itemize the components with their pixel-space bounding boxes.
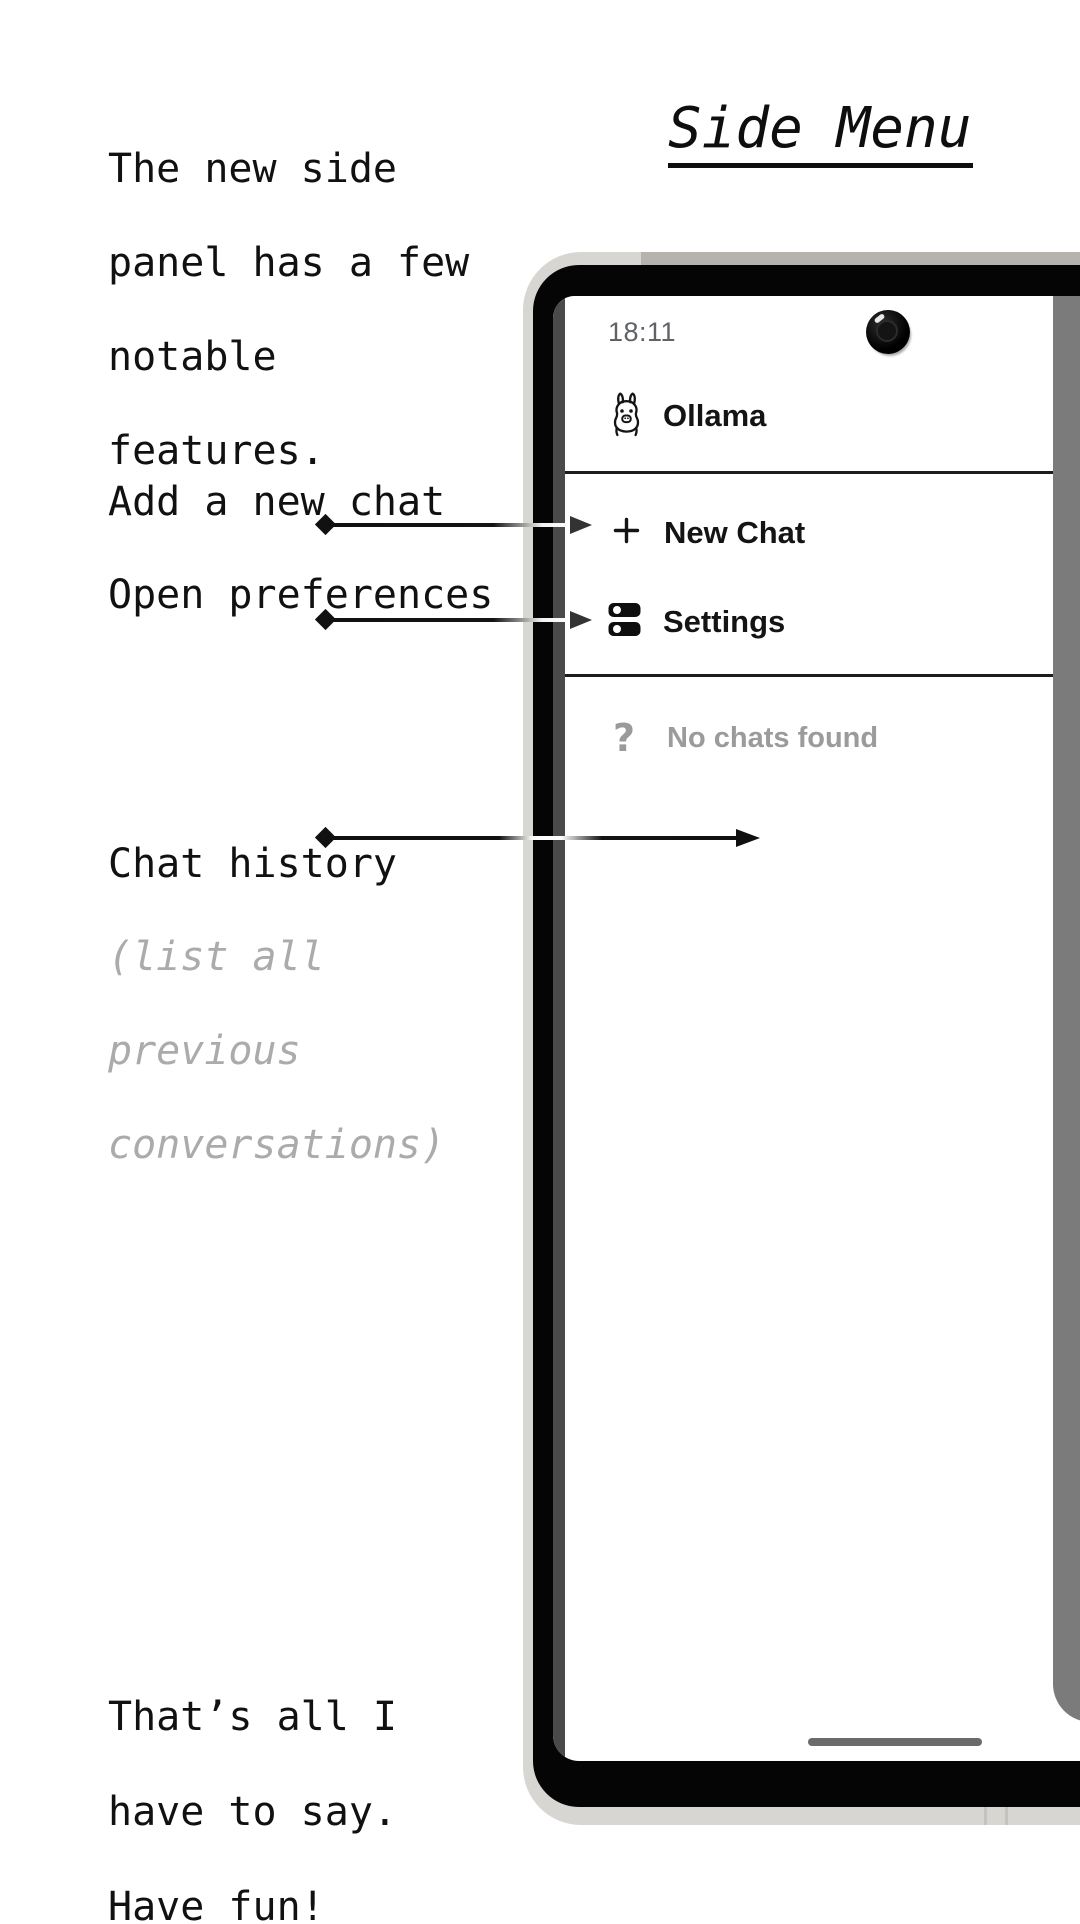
drawer-scrim[interactable] (1053, 296, 1080, 1722)
intro-line: The new side (108, 146, 397, 192)
settings-icon (608, 602, 641, 642)
arrow-head-icon (570, 516, 592, 534)
outro-note: That’s all I have to say. Have fun! (108, 1651, 397, 1924)
screen-edge-shadow (553, 296, 565, 1761)
page-title-text: Side Menu (668, 100, 974, 168)
outro-line: Have fun! (108, 1884, 325, 1924)
app-name: Ollama (663, 398, 767, 433)
page-title: Side Menu (668, 100, 974, 168)
arrow-head-icon (570, 611, 592, 629)
open-preferences-annotation: Open preferences (108, 572, 494, 618)
note-line: (list all (108, 934, 325, 980)
arrow-head-icon (736, 829, 760, 847)
annotation-arrow-new-chat (314, 513, 618, 536)
annotation-arrow-settings (314, 608, 618, 631)
status-time: 18:11 (608, 317, 677, 347)
drawer-header: Ollama (610, 391, 766, 441)
divider (565, 471, 1053, 474)
llama-logo-icon (610, 391, 643, 442)
side-drawer: 18:11 (565, 296, 1053, 1722)
antenna-line (1005, 1807, 1008, 1825)
intro-line: features. (108, 428, 325, 474)
outro-line: have to say. (108, 1789, 397, 1835)
empty-state-label: No chats found (667, 721, 879, 754)
menu-item-settings[interactable]: Settings (608, 596, 785, 648)
note-line: previous (108, 1028, 301, 1074)
phone-screen: 18:11 (553, 296, 1080, 1761)
arrow-line (326, 836, 738, 840)
arrow-line (326, 618, 572, 622)
plus-icon (613, 517, 640, 549)
intro-note: The new side panel has a few notable fea… (108, 103, 469, 517)
chat-history-annotation: Chat history (108, 841, 397, 887)
menu-item-new-chat[interactable]: New Chat (613, 507, 805, 559)
divider (565, 674, 1053, 677)
empty-state: ? No chats found (613, 713, 878, 763)
menu-item-label: New Chat (664, 515, 806, 550)
gesture-handle[interactable] (808, 1738, 982, 1746)
phone-frame-band (641, 252, 1080, 265)
camera-icon (866, 310, 910, 354)
intro-line: notable (108, 334, 277, 380)
menu-item-label: Settings (663, 604, 786, 639)
arrow-line (326, 523, 572, 527)
question-mark-icon: ? (613, 716, 636, 760)
add-chat-annotation: Add a new chat (108, 479, 446, 525)
note-line: conversations) (108, 1122, 446, 1168)
camera-lens (876, 320, 898, 342)
annotation-arrow-chat-history (314, 826, 778, 849)
intro-line: panel has a few (108, 240, 470, 286)
chat-history-note: (list all previous conversations) (108, 891, 445, 1211)
antenna-line (984, 1807, 987, 1825)
outro-line: That’s all I (108, 1694, 397, 1740)
